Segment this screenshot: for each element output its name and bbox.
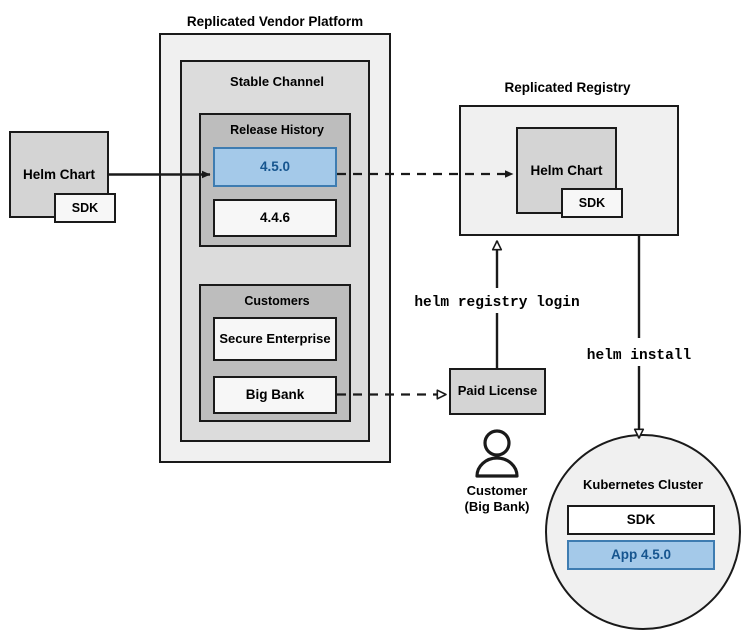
vendor-platform-title: Replicated Vendor Platform xyxy=(186,14,364,29)
source-helm-chart-label: Helm Chart xyxy=(22,166,95,182)
source-sdk-box[interactable]: SDK xyxy=(54,193,116,223)
customers-label: Customers xyxy=(244,294,310,308)
kubernetes-cluster-label: Kubernetes Cluster xyxy=(583,477,703,492)
cluster-app-box[interactable]: App 4.5.0 xyxy=(567,540,715,570)
helm-registry-login-command: helm registry login xyxy=(397,293,597,313)
cluster-sdk-box[interactable]: SDK xyxy=(567,505,715,535)
release-history-label: Release History xyxy=(230,123,324,137)
replicated-registry-title: Replicated Registry xyxy=(504,80,631,95)
registry-helm-chart-label: Helm Chart xyxy=(530,162,603,178)
customer-secure-enterprise[interactable]: Secure Enterprise xyxy=(213,317,337,361)
helm-install-command: helm install xyxy=(572,346,706,366)
release-version-current[interactable]: 4.5.0 xyxy=(213,147,337,187)
customer-persona-label: Customer (Big Bank) xyxy=(464,483,530,514)
customer-big-bank[interactable]: Big Bank xyxy=(213,376,337,414)
stable-channel-label: Stable Channel xyxy=(230,74,324,89)
paid-license-box[interactable]: Paid License xyxy=(449,368,546,415)
customer-person-body-icon xyxy=(475,456,519,478)
registry-sdk-box[interactable]: SDK xyxy=(561,188,623,218)
customer-person-head-icon xyxy=(483,429,511,457)
release-version-previous[interactable]: 4.4.6 xyxy=(213,199,337,237)
